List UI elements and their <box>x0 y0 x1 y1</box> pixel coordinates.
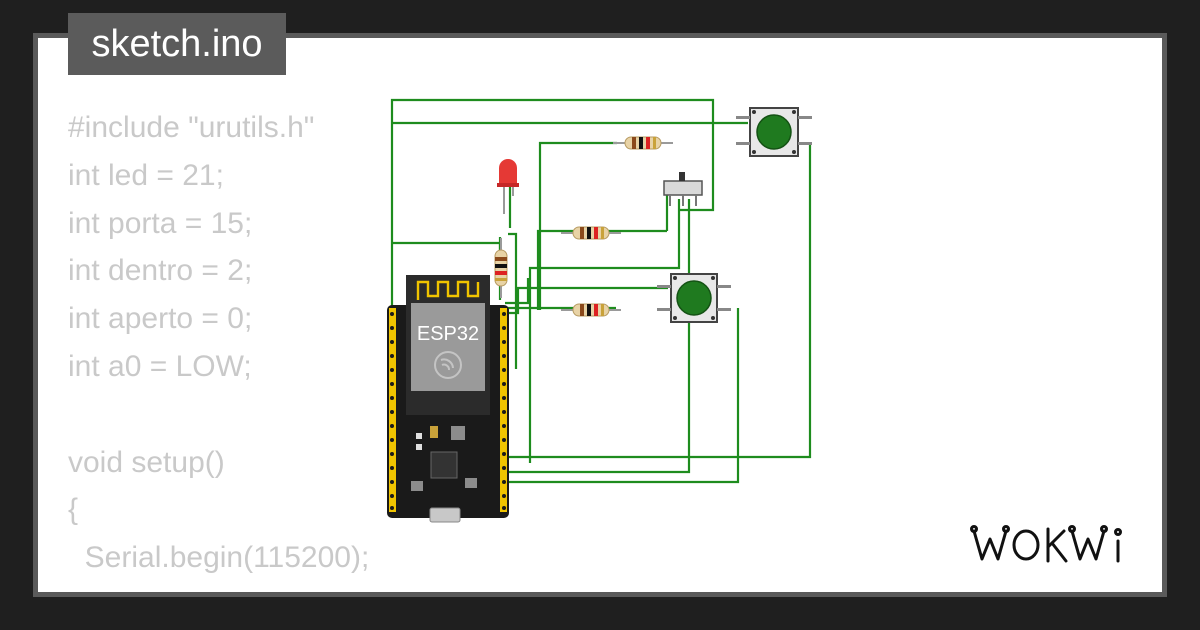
resistor-icon <box>560 226 622 240</box>
code-line: #include "urutils.h" <box>68 111 315 144</box>
wokwi-logo <box>968 521 1140 574</box>
code-line: { <box>68 493 79 527</box>
circuit-diagram: ESP32 <box>387 98 812 523</box>
resistor-icon <box>560 303 622 317</box>
code-line: int dentro = 2; <box>68 254 253 288</box>
code-line: void setup() <box>68 445 225 479</box>
code-line: int porta = 15; <box>68 206 253 240</box>
usb-port-icon <box>429 507 461 523</box>
antenna-trace <box>416 280 480 300</box>
file-tab[interactable]: sketch.ino <box>68 13 286 75</box>
code-preview: #include "urutils.h" int led = 21; int por… <box>68 104 408 592</box>
header-pins-right <box>500 308 507 512</box>
esp32-module-shield <box>411 303 485 391</box>
code-line: int aperto = 0; <box>68 302 253 336</box>
led-icon <box>497 159 519 214</box>
wokwi-logo-mark <box>970 525 1122 563</box>
esp32-board: ESP32 <box>387 275 509 523</box>
resistor-icon <box>612 136 674 150</box>
code-line: int led = 21; <box>68 158 224 192</box>
code-line: pinMode(led, OUTPUT); <box>68 582 408 592</box>
pushbutton-icon <box>736 107 812 157</box>
preview-card: #include "urutils.h" int led = 21; int por… <box>38 38 1162 592</box>
code-line: int a0 = LOW; <box>68 349 252 383</box>
code-line: Serial.begin(115200); <box>68 541 370 575</box>
slide-switch-icon <box>663 172 703 206</box>
header-pins-left <box>389 308 396 512</box>
resistor-icon <box>494 237 508 299</box>
wifi-logo-icon <box>434 351 462 379</box>
pushbutton-icon <box>657 273 731 323</box>
board-label: ESP32 <box>417 323 479 345</box>
